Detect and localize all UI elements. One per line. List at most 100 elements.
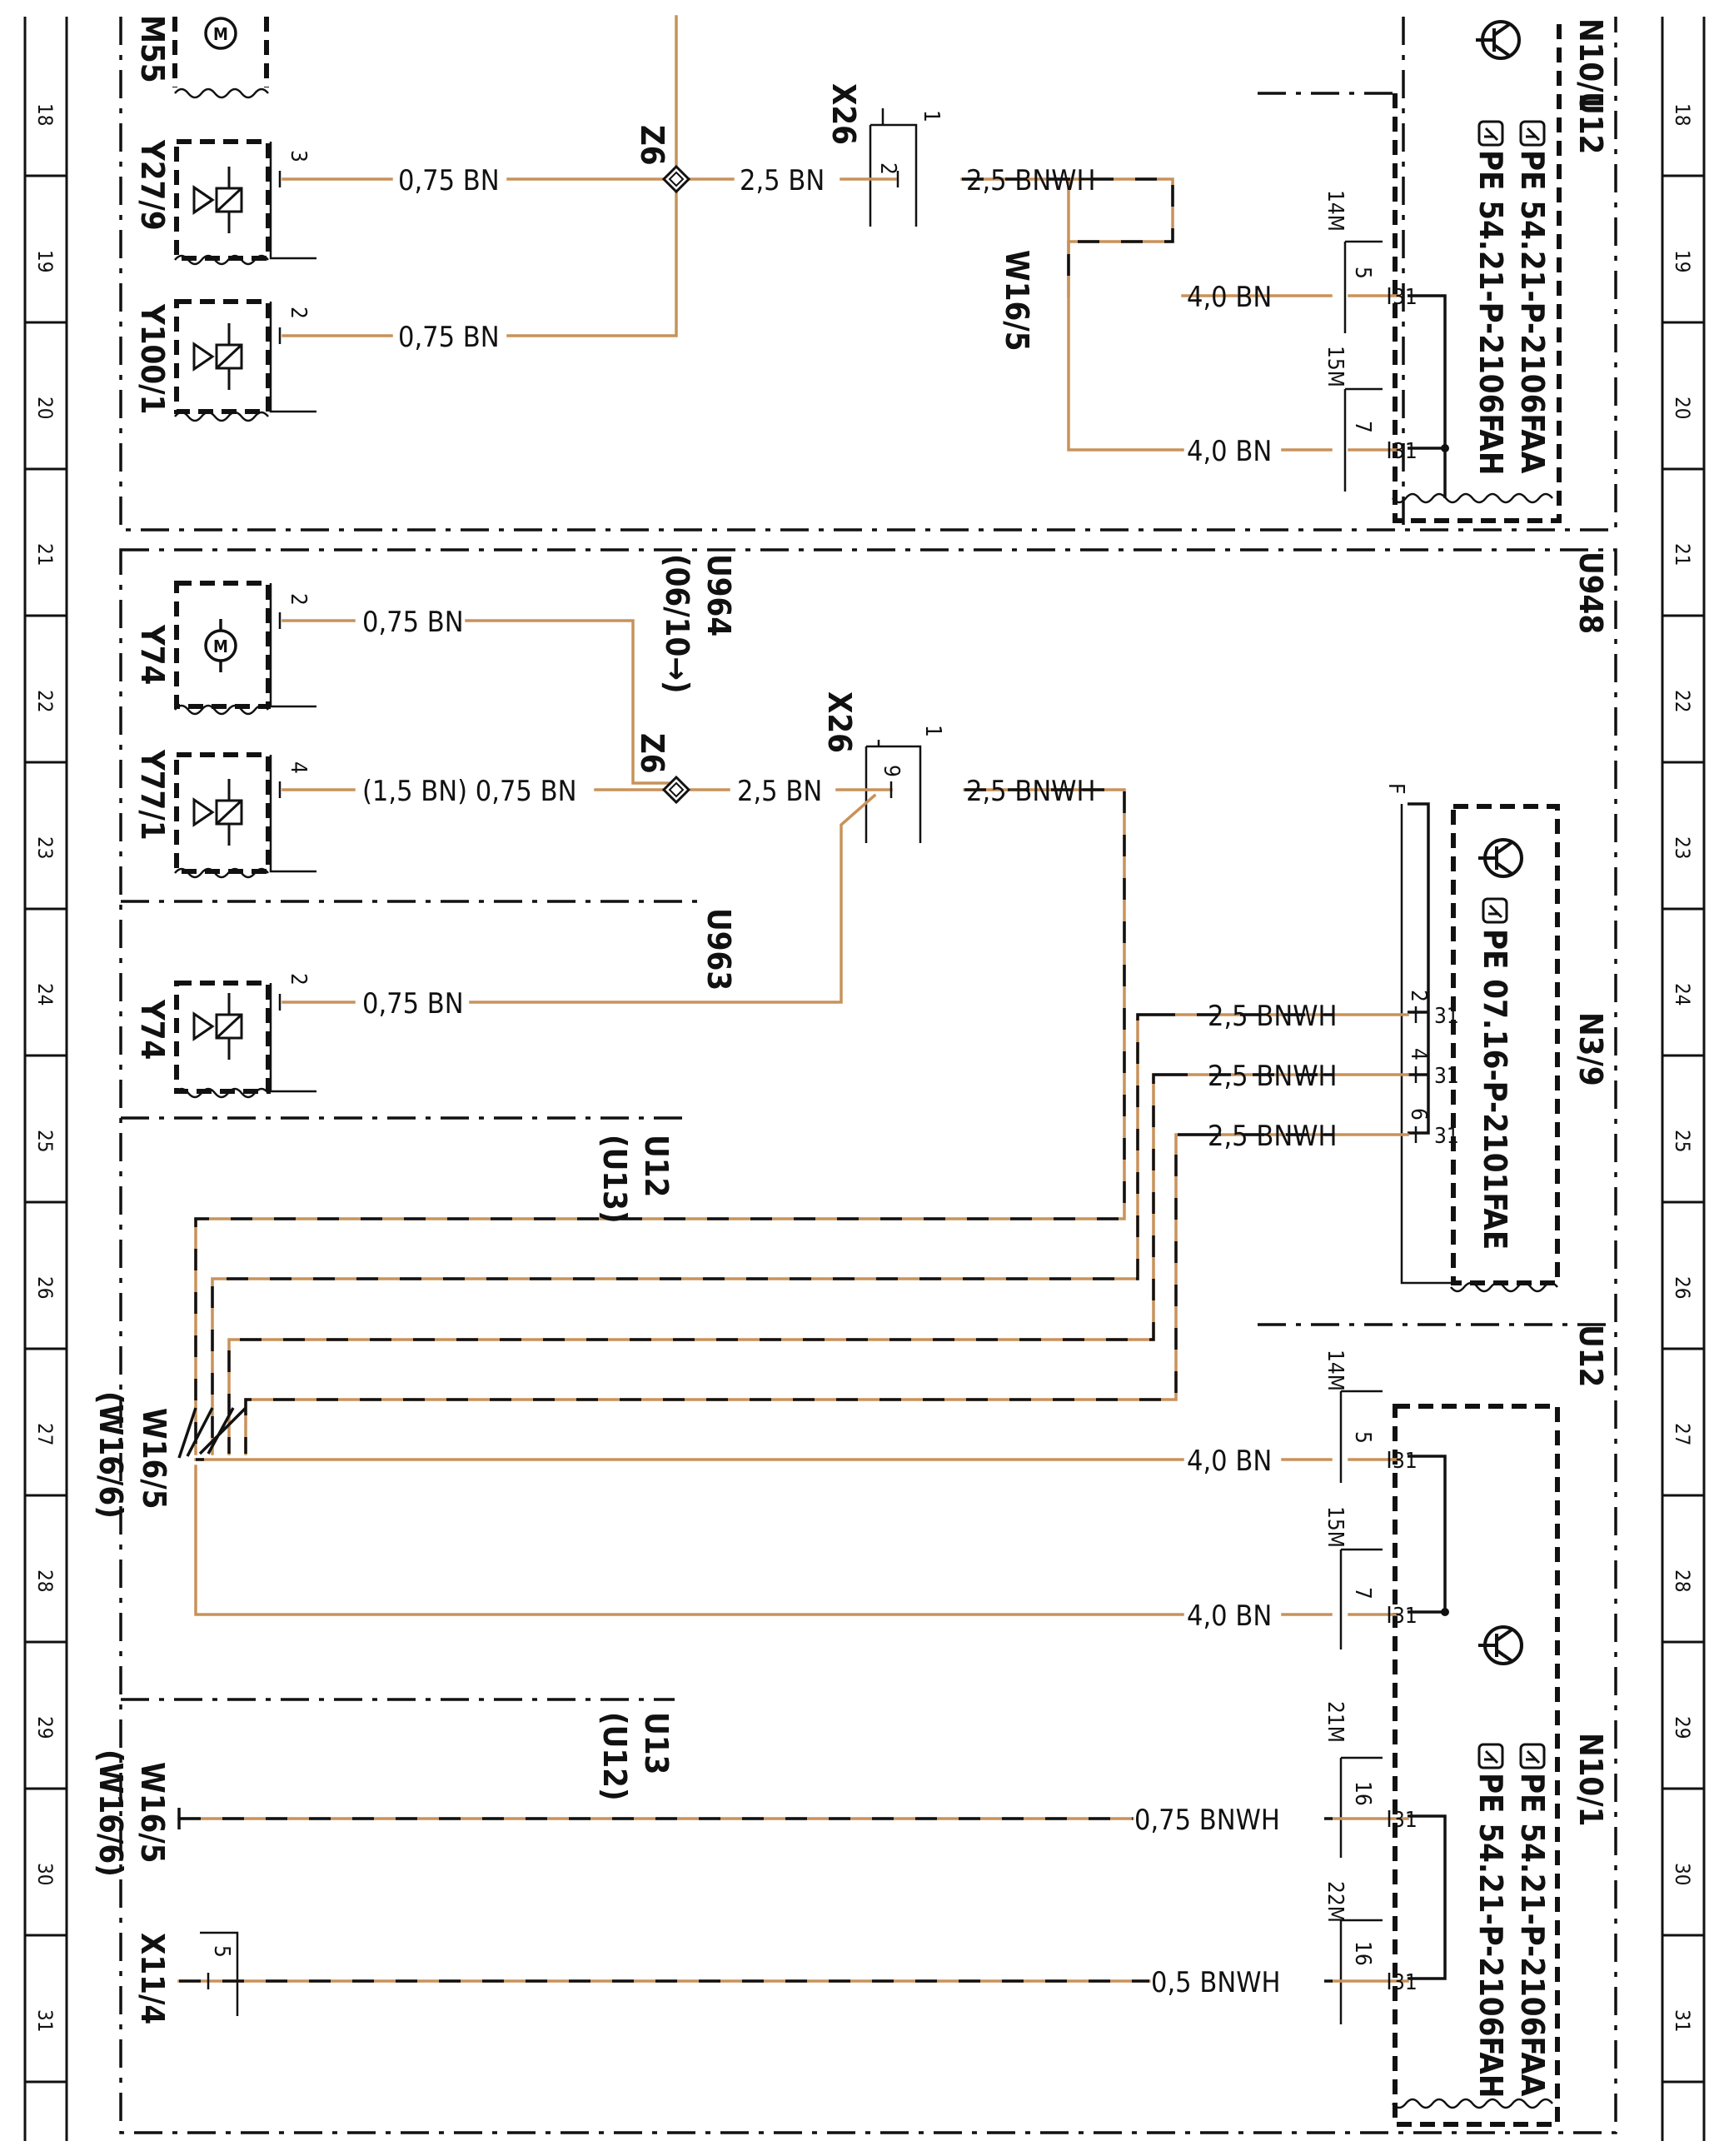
wire-label: 0,75 BNWH xyxy=(1134,1804,1280,1837)
ref-pe-2106faa-top: PE 54.21-P-2106FAA xyxy=(1514,150,1551,474)
pin-number: 31 xyxy=(1393,1808,1418,1833)
harness-fan xyxy=(177,1406,247,1459)
wire-label: 0,75 BN xyxy=(362,987,464,1021)
ruler-row-label: 22 xyxy=(33,690,57,712)
label-u12-bot: (U12) xyxy=(596,1712,633,1801)
label-u12-mid: U12 xyxy=(638,1135,675,1197)
wire-label: 0,75 BN xyxy=(398,164,500,197)
ref-pe-2101fae: PE 07.16-P-2101FAE xyxy=(1477,929,1513,1250)
pin-number: 4 xyxy=(1406,1048,1431,1061)
component-boxes xyxy=(172,17,1562,2127)
pin-number: 22M xyxy=(1323,1881,1348,1923)
hand-pointer-icon xyxy=(1482,897,1508,924)
pin-number: 7 xyxy=(1350,1587,1375,1600)
left-ruler xyxy=(23,17,68,2141)
label-m55: M55 xyxy=(134,15,171,83)
pin-number: 16 xyxy=(1350,1781,1375,1806)
pin-number: 31 xyxy=(1393,1970,1418,1995)
label-y100-1: Y100/1 xyxy=(134,303,171,414)
pin-number: 7 xyxy=(1350,421,1375,433)
ruler-row-label: 26 xyxy=(33,1276,57,1299)
ruler-row-label: 29 xyxy=(1671,1716,1694,1739)
ruler-row-label: 23 xyxy=(1671,836,1694,859)
label-u13-bot: U13 xyxy=(638,1712,675,1774)
wire-label: (1,5 BN) 0,75 BN xyxy=(362,775,576,808)
ruler-row-label: 28 xyxy=(1671,1570,1694,1592)
solenoid-valve-icon xyxy=(192,167,243,233)
label-w16-5-mid: W16/5 xyxy=(136,1408,172,1510)
label-w16-5-bot: W16/5 xyxy=(134,1762,171,1864)
ground-bus xyxy=(1408,294,1449,1980)
transistor-icon xyxy=(1478,1625,1523,1665)
motor-icon: M xyxy=(204,17,237,50)
connector-housings xyxy=(200,108,1453,2024)
pin-number: 5 xyxy=(209,1945,234,1958)
pe-references: PE 54.21-P-2106FAA PE 54.21-P-2106FAH PE… xyxy=(1472,150,1551,2098)
ruler-row-label: 30 xyxy=(1671,1863,1694,1885)
pin-number: 16 xyxy=(1350,1941,1375,1966)
label-x11-4: X11/4 xyxy=(134,1933,171,2024)
splice-z6-top xyxy=(661,164,691,194)
ref-pe-2106fah-bot: PE 54.21-P-2106FAH xyxy=(1472,1773,1509,2098)
ruler-row-label: 24 xyxy=(1671,983,1694,1006)
pin-number: 5 xyxy=(1350,267,1375,279)
wire-label: 4,0 BN xyxy=(1187,1600,1272,1633)
wire-label: 2,5 BNWH xyxy=(1208,1000,1337,1033)
pin-number: 4 xyxy=(286,761,311,774)
wire-label: 2,5 BN xyxy=(740,164,825,197)
pin-number: 14M xyxy=(1323,190,1348,232)
ruler-row-label: 20 xyxy=(33,397,57,419)
solenoid-valve-icon xyxy=(192,779,243,846)
ruler-row-label: 31 xyxy=(1671,2009,1694,2032)
pin-numbers: 3 2 2 4 2 1 2 1 9 5 7 14M 15M 31 31 F 2 … xyxy=(209,110,1459,1995)
solenoid-valve-icon xyxy=(192,323,243,390)
label-u964-note: (06/10→) xyxy=(659,554,695,694)
pin-number: 5 xyxy=(1350,1431,1375,1444)
pin-number: 31 xyxy=(1393,1604,1418,1629)
ruler-row-label: 23 xyxy=(33,836,57,859)
pin-number: 2 xyxy=(286,593,311,606)
pin-number: 21M xyxy=(1323,1701,1348,1743)
hand-pointer-icon xyxy=(1477,120,1504,147)
pin-number: 14M xyxy=(1323,1350,1348,1391)
label-y27-9: Y27/9 xyxy=(134,139,171,231)
hand-pointer-icon xyxy=(1519,120,1546,147)
pin-number: 6 xyxy=(1406,1108,1431,1120)
label-u963: U963 xyxy=(700,908,737,991)
pin-number: 1 xyxy=(919,110,944,122)
ruler-row-label: 21 xyxy=(1671,543,1694,566)
ruler-row-label: 18 xyxy=(33,103,57,126)
pin-number: 2 xyxy=(286,307,311,319)
ruler-row-label: 29 xyxy=(33,1716,57,1739)
transistor-icon xyxy=(1476,20,1521,60)
component-labels: M55 Y27/9 Y100/1 Y74 Y77/1 Y74 X11/4 W16… xyxy=(92,15,1609,2024)
pin-number: 2 xyxy=(1406,990,1431,1002)
frames xyxy=(119,17,1617,2134)
pin-number: 15M xyxy=(1323,1506,1348,1548)
label-z6-top: Z6 xyxy=(634,125,670,166)
label-n10-1-top: N10/1 xyxy=(1572,18,1609,112)
ruler-row-label: 26 xyxy=(1671,1276,1694,1299)
ref-pe-2106faa-bot: PE 54.21-P-2106FAA xyxy=(1514,1773,1551,2097)
ruler-row-label: 27 xyxy=(33,1423,57,1445)
ruler-row-label: 31 xyxy=(33,2009,57,2032)
label-n10-1: N10/1 xyxy=(1572,1733,1609,1826)
pin-number: 31 xyxy=(1393,439,1418,464)
label-y74-bottom: Y74 xyxy=(134,999,171,1060)
label-w16-5-top: W16/5 xyxy=(999,250,1035,352)
label-w16-6-mid: (W16/6) xyxy=(92,1391,129,1519)
pin-number: 1 xyxy=(920,725,945,737)
solenoid-valve-icon xyxy=(192,993,243,1060)
label-u12-top: U12 xyxy=(1572,92,1609,154)
wire-label: 2,5 BNWH xyxy=(1208,1120,1337,1153)
hand-pointer-icon xyxy=(1477,1743,1504,1769)
wire-labels: 0,75 BN 0,75 BN 2,5 BN 2,5 BNWH 4,0 BN 4… xyxy=(362,164,1337,1999)
ruler-row-label: 27 xyxy=(1671,1423,1694,1445)
label-u964: U964 xyxy=(700,554,737,636)
right-ruler xyxy=(1661,17,1706,2141)
wire-label: 2,5 BNWH xyxy=(1208,1060,1337,1093)
brown-wires xyxy=(194,15,1409,1983)
ruler-row-label: 25 xyxy=(1671,1130,1694,1152)
pin-number: 15M xyxy=(1323,346,1348,387)
